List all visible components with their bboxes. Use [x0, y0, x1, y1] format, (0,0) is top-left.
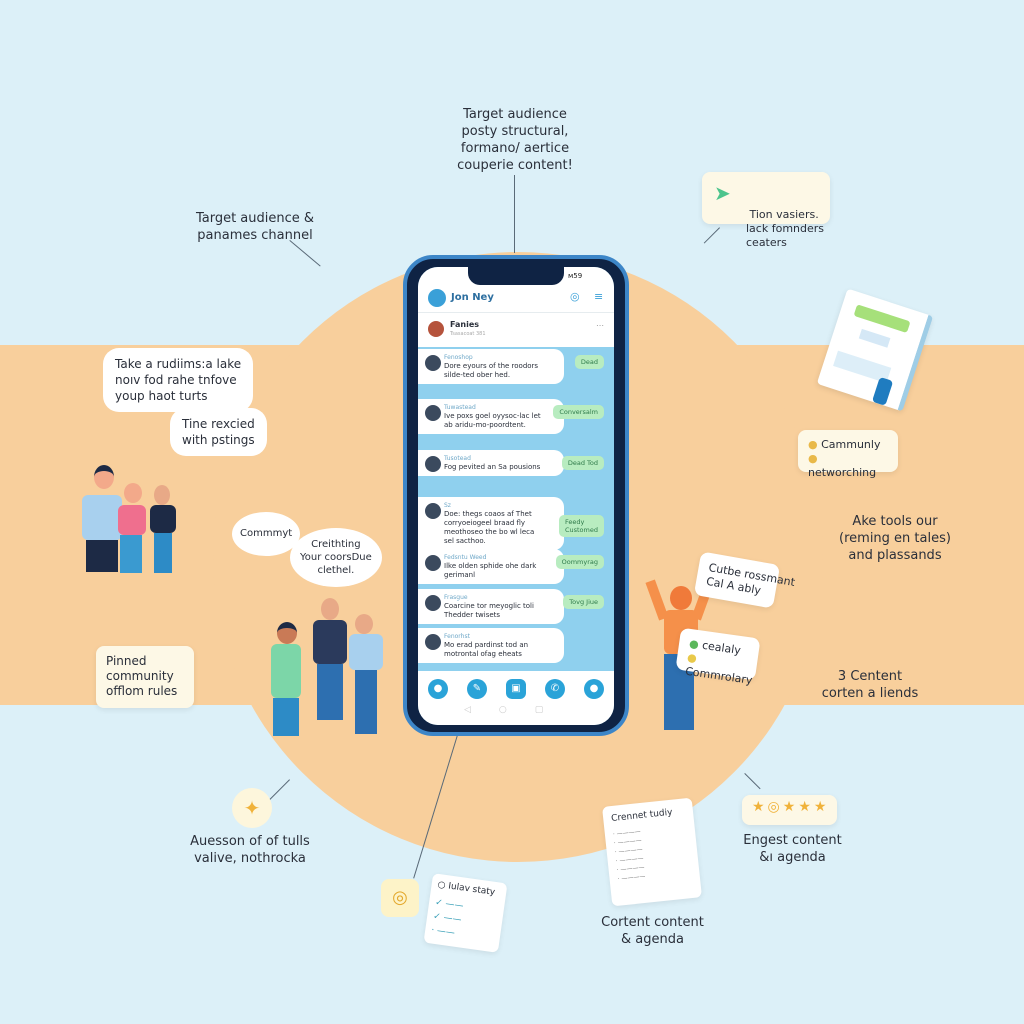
message-sender: Sz — [444, 502, 451, 509]
message-tag: Dead — [574, 355, 604, 369]
chat-subtitle: Tsasacoat 381 — [450, 331, 486, 337]
message-text: Dore eyours of the roodors silde-ted obe… — [444, 362, 539, 379]
message-tag: Dead Tod — [561, 456, 604, 470]
message-text: Coarcine tor meyoglic toli Thedder twise… — [444, 602, 534, 619]
tools-label: Ake tools our (reming en tales) and plas… — [839, 514, 951, 563]
profile-icon[interactable]: ● — [584, 679, 604, 699]
bottom-nav: ● ✎ ▣ ✆ ● ◁○▢ — [418, 671, 614, 725]
message-text: Mo erad pardinst tod an motrontal ofag e… — [444, 641, 529, 658]
avatar — [428, 321, 444, 337]
agenda-document: Crennet tudiy · ————· ————· ————· ————· … — [602, 797, 702, 907]
phone-icon[interactable]: ✆ — [545, 679, 565, 699]
menu-icon[interactable]: ≡ — [594, 290, 604, 303]
speech-bubble: Creithting Your coorsDue clethel. — [290, 528, 382, 587]
message-sender: Tusotead — [444, 455, 471, 462]
top-right-card: ➤ Tion vasiers. lack fomnders ceaters — [702, 172, 830, 249]
message-text: Doe: thegs coaos af Thet corryoeiogeel b… — [444, 510, 535, 545]
connector-line — [703, 227, 720, 244]
message-sender: Fedsntu Weed — [444, 554, 487, 561]
message-tag: Conversalm — [553, 405, 604, 419]
avatar — [425, 503, 441, 519]
avatar — [425, 555, 441, 571]
avatar — [425, 405, 441, 421]
speech-bubble: Tine rexcied with pstings — [170, 408, 267, 456]
phone-screen: Jon Ney ◎ ≡ ᴍ59 Fanies Tsasacoat 381 ⋯ F… — [418, 267, 614, 725]
pinned-rules-card: Pinned community offlom rules — [96, 646, 194, 708]
message-text: Ilke olden sphide ohe dark gerimanl — [444, 562, 537, 579]
chat-icon[interactable]: ● — [428, 679, 448, 699]
avatar — [425, 456, 441, 472]
message-tag: Oommyrag — [555, 555, 604, 569]
rating-stars: ★◎★★★ — [742, 795, 837, 825]
message-tag: Tovg Jiue — [563, 595, 604, 609]
chat-title: Fanies — [450, 320, 480, 329]
message-sender: Tuwastead — [444, 404, 476, 411]
system-nav[interactable]: ◁○▢ — [464, 705, 572, 715]
connector-line — [744, 773, 761, 790]
people-group-left — [78, 465, 183, 575]
content-trends-label: 3 Centent corten a liends — [821, 669, 919, 701]
people-group-center — [265, 598, 390, 738]
checkmark-icons: ✓ ——✓ ——· —— — [430, 897, 464, 939]
notch — [468, 267, 564, 285]
status-bar: ᴍ59 — [568, 272, 583, 280]
bird-icon: ✦ — [232, 788, 272, 828]
bottom-left-label: Auesson of of tulls valive, nothrocka — [190, 834, 310, 866]
bullet-icon: ● — [808, 452, 818, 465]
avatar — [428, 289, 446, 307]
edit-icon[interactable]: ✎ — [467, 679, 487, 699]
message-sender: Frasgue — [444, 594, 468, 601]
bullet-icon: ● — [808, 438, 822, 451]
paper-plane-icon: ➤ — [714, 181, 731, 205]
message-tag: Feedy Customed — [558, 515, 604, 537]
coin-icon: ◎ — [381, 879, 419, 917]
user-name: Jon Ney — [451, 292, 494, 303]
message-sender: Fenoshop — [444, 354, 473, 361]
avatar — [425, 634, 441, 650]
avatar — [425, 595, 441, 611]
connector-line — [268, 779, 290, 802]
top-label: Target audience posty structural, forman… — [457, 107, 573, 173]
more-icon[interactable]: ⋯ — [596, 321, 604, 330]
speech-bubble: Take a rudiims:a lake noıv fod rahe tnfo… — [103, 348, 254, 412]
message-sender: Fenorhst — [444, 633, 470, 640]
phone: Jon Ney ◎ ≡ ᴍ59 Fanies Tsasacoat 381 ⋯ F… — [403, 255, 629, 736]
media-icon[interactable]: ▣ — [506, 679, 526, 699]
top-left-label: Target audience & panames channel — [195, 211, 315, 243]
refresh-icon[interactable]: ◎ — [570, 290, 580, 303]
checklist-card: ○ Iulav staty ✓ ——✓ ——· —— — [423, 873, 508, 953]
connector-line — [514, 175, 515, 253]
message-text: Fog pevited an Sa pousions — [444, 463, 541, 471]
community-card: ● Cammunly ● networching — [798, 430, 898, 479]
chat-header[interactable]: Fanies Tsasacoat 381 ⋯ — [418, 313, 614, 347]
content-agenda-label: Cortent content & agenda — [601, 915, 704, 947]
engage-label: Engest content &ı agenda — [743, 833, 842, 865]
message-text: Ive poxs goel oyysoc-lac let ab aridu-mo… — [444, 412, 541, 429]
avatar — [425, 355, 441, 371]
speech-bubble: Commmyt — [232, 512, 301, 556]
